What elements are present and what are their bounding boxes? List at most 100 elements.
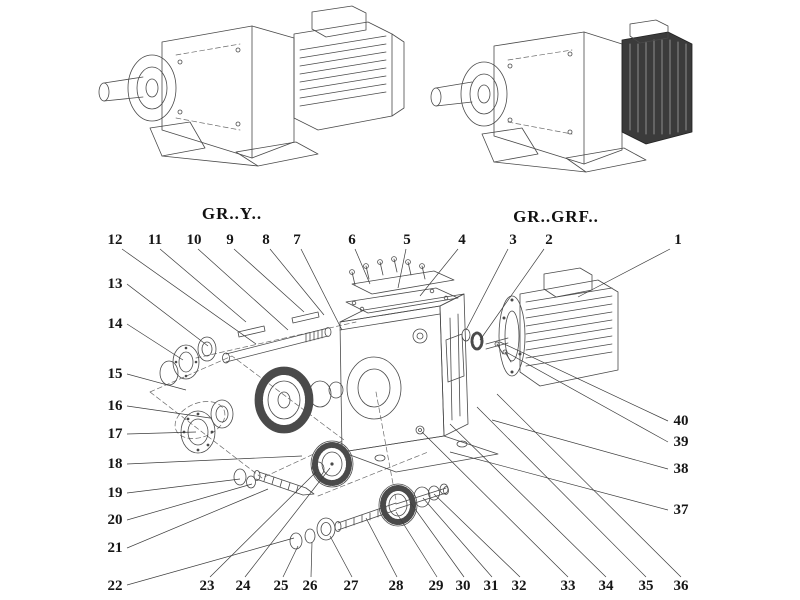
callout-leader-9	[233, 248, 305, 313]
intermediate-gear	[310, 440, 354, 488]
callout-34: 34	[599, 578, 615, 594]
callout-29: 29	[429, 578, 444, 594]
callout-leader-22	[126, 537, 295, 586]
phantom-flange	[149, 355, 345, 479]
callout-leader-11	[159, 248, 247, 323]
callout-leader-15	[126, 373, 187, 391]
callout-28: 28	[389, 578, 404, 594]
callout-leader-12	[121, 248, 257, 345]
callout-leader-32	[433, 493, 521, 578]
callout-9: 9	[226, 232, 234, 248]
gear-housing-exploded	[339, 293, 499, 473]
callout-33: 33	[561, 578, 576, 594]
callout-leader-36	[496, 393, 682, 578]
washer-cup	[210, 399, 234, 429]
callout-26: 26	[303, 578, 319, 594]
callout-leader-34	[449, 423, 607, 578]
callout-leader-38	[491, 419, 669, 470]
callout-14: 14	[108, 316, 124, 332]
pinion-shaft	[233, 468, 315, 496]
callout-3: 3	[509, 232, 517, 248]
output-shaft	[98, 76, 144, 102]
callout-21: 21	[108, 540, 123, 556]
callout-7: 7	[293, 232, 301, 248]
callout-leader-23	[209, 471, 317, 578]
callout-32: 32	[512, 578, 527, 594]
callout-8: 8	[262, 232, 270, 248]
callout-30: 30	[456, 578, 471, 594]
callout-18: 18	[108, 456, 123, 472]
model-label-right: GR..GRF..	[513, 207, 599, 226]
callout-leader-27	[329, 535, 353, 578]
callout-leader-17	[126, 431, 197, 435]
axis-line	[317, 451, 429, 497]
callout-35: 35	[639, 578, 654, 594]
callout-leader-33	[421, 431, 569, 578]
ball-bearing-upper	[159, 344, 200, 386]
gear-housing	[161, 25, 295, 159]
callout-leader-7	[300, 248, 343, 331]
callout-leader-35	[476, 406, 647, 578]
callout-1: 1	[674, 232, 682, 248]
callout-23: 23	[200, 578, 215, 594]
callout-2: 2	[545, 232, 553, 248]
callout-25: 25	[274, 578, 289, 594]
mounting-feet	[149, 121, 319, 167]
gearmotor-flange-view	[430, 19, 693, 173]
callout-31: 31	[484, 578, 499, 594]
callout-12: 12	[108, 232, 123, 248]
callout-5: 5	[403, 232, 411, 248]
axis-line	[195, 321, 357, 359]
callout-leader-5	[397, 248, 407, 289]
callout-leader-37	[449, 451, 669, 511]
motor-shaft-parts	[461, 328, 512, 363]
callout-40: 40	[674, 413, 689, 429]
callout-leader-24	[244, 467, 331, 578]
callout-15: 15	[108, 366, 123, 382]
callout-leader-10	[197, 248, 289, 331]
callout-leader-19	[126, 478, 241, 494]
motor-exploded	[485, 267, 619, 387]
callout-17: 17	[108, 426, 124, 442]
callout-11: 11	[148, 232, 162, 248]
callout-13: 13	[108, 276, 123, 292]
callout-39: 39	[674, 434, 689, 450]
callout-leader-4	[419, 248, 459, 297]
terminal-box	[629, 19, 669, 44]
callout-38: 38	[674, 461, 689, 477]
oil-seal	[197, 336, 217, 362]
callout-19: 19	[108, 485, 123, 501]
terminal-box	[311, 5, 367, 38]
front-hub	[460, 61, 508, 127]
callout-leader-31	[422, 497, 493, 578]
callout-24: 24	[236, 578, 252, 594]
top-cover	[345, 270, 459, 314]
callout-16: 16	[108, 398, 124, 414]
callout-leader-21	[126, 488, 269, 549]
input-shaft	[222, 327, 332, 364]
callout-leader-6	[354, 248, 371, 285]
exploded-view	[149, 256, 619, 550]
axis-line	[375, 391, 397, 501]
callout-leader-18	[126, 455, 303, 465]
gearmotor-foot-view	[98, 5, 405, 167]
callout-4: 4	[458, 232, 466, 248]
mounting-feet	[481, 127, 647, 173]
callout-leader-30	[409, 501, 465, 578]
callout-27: 27	[344, 578, 360, 594]
callout-leader-29	[395, 511, 438, 578]
callout-leader-39	[505, 351, 669, 443]
output-shaft	[430, 81, 473, 107]
callout-leader-1	[577, 248, 671, 298]
callout-leader-16	[126, 405, 211, 419]
ball-bearing-lower	[180, 410, 216, 454]
callout-37: 37	[674, 502, 690, 518]
gear-housing	[493, 31, 623, 165]
callout-20: 20	[108, 512, 123, 528]
front-hub	[127, 54, 177, 122]
callout-leader-8	[269, 248, 325, 316]
callout-leader-2	[479, 248, 545, 341]
callout-22: 22	[108, 578, 123, 594]
